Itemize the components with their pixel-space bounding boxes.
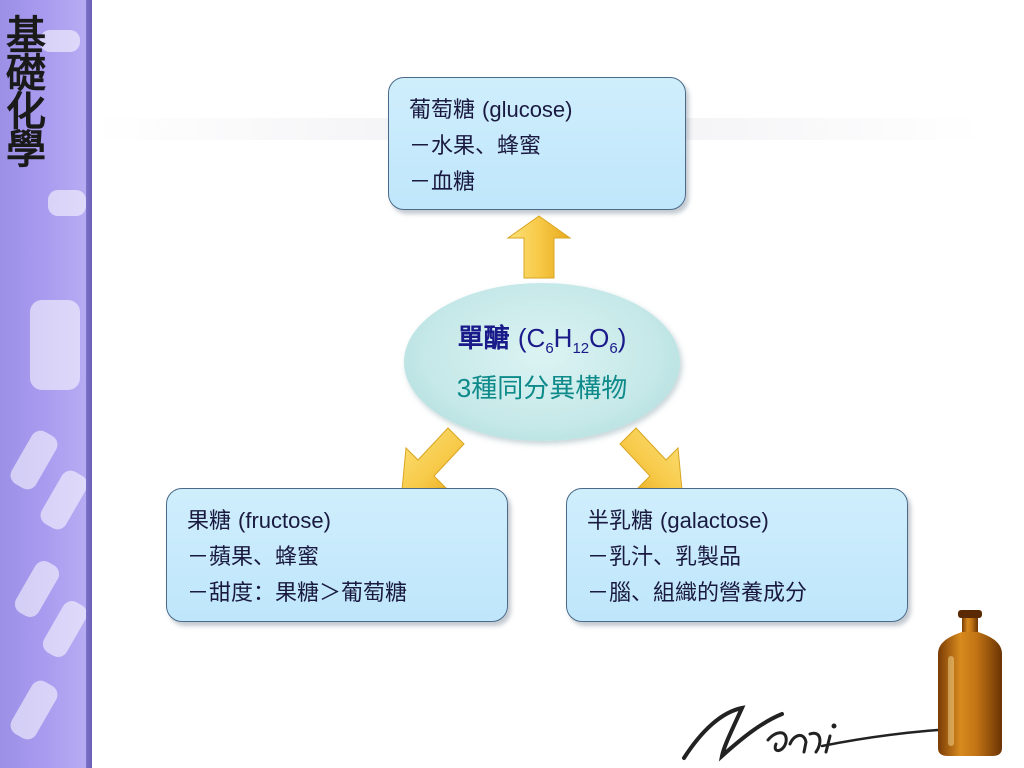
- galactose-detail-2: －腦、組織的營養成分: [587, 581, 808, 606]
- sidebar-decoration: 基礎化學: [0, 0, 92, 768]
- fructose-detail-1: －蘋果、蜂蜜: [187, 545, 320, 570]
- glucose-detail-1: －水果、蜂蜜: [409, 134, 542, 159]
- bottle-silhouette: [48, 190, 86, 216]
- isomer-note: 3種同分異構物: [404, 369, 680, 408]
- formula-part: ): [617, 323, 627, 353]
- galactose-latin: (galactose): [660, 508, 769, 533]
- galactose-name: 半乳糖: [587, 509, 654, 534]
- sidebar-title: 基礎化學: [0, 14, 46, 166]
- fructose-box: 果糖 (fructose) －蘋果、蜂蜜 －甜度：果糖＞葡萄糖: [166, 488, 508, 622]
- down-left-arrow-icon: [401, 427, 465, 491]
- bottle-silhouette: [39, 597, 91, 661]
- down-right-arrow-icon: [619, 427, 683, 491]
- sidebar-edge: [86, 0, 92, 768]
- glucose-title: 葡萄糖 (glucose): [409, 92, 665, 129]
- formula-part: O: [589, 323, 610, 353]
- glucose-latin: (glucose): [482, 97, 573, 122]
- bottle-silhouette: [11, 557, 63, 621]
- fructose-latin: (fructose): [238, 508, 331, 533]
- monosaccharide-heading: 單醣 (C6H12O6): [404, 318, 680, 369]
- isomer-text: 種同分異構物: [471, 374, 628, 405]
- up-arrow-icon: [506, 215, 572, 279]
- fructose-detail-2: －甜度：果糖＞葡萄糖: [187, 581, 408, 606]
- formula-subscript: 12: [572, 340, 590, 358]
- galactose-detail-1: －乳汁、乳製品: [587, 545, 742, 570]
- glucose-detail-2: －血糖: [409, 170, 476, 195]
- glucose-name: 葡萄糖: [409, 98, 476, 123]
- molecular-formula: (C6H12O6): [517, 323, 627, 357]
- bottle-silhouette: [36, 467, 92, 533]
- glucose-box: 葡萄糖 (glucose) －水果、蜂蜜 －血糖: [388, 77, 686, 210]
- fructose-title: 果糖 (fructose): [187, 503, 487, 540]
- formula-part: (C: [517, 323, 546, 353]
- isomer-count: 3: [456, 373, 472, 404]
- fructose-name: 果糖: [187, 509, 232, 534]
- bottle-silhouette: [40, 30, 80, 52]
- amber-bottle-illustration: [938, 610, 1002, 756]
- bottle-silhouette: [30, 300, 80, 390]
- formula-subscript: 6: [545, 340, 554, 358]
- monosaccharide-ellipse: [404, 283, 680, 441]
- galactose-title: 半乳糖 (galactose): [587, 503, 887, 540]
- formula-subscript: 6: [609, 340, 618, 358]
- monosaccharide-label: 單醣 (C6H12O6) 3種同分異構物: [404, 318, 680, 408]
- monosaccharide-name: 單醣: [457, 324, 510, 354]
- formula-part: H: [553, 323, 573, 353]
- bottle-silhouette: [6, 677, 62, 743]
- bottle-silhouette: [6, 427, 62, 493]
- galactose-box: 半乳糖 (galactose) －乳汁、乳製品 －腦、組織的營養成分: [566, 488, 908, 622]
